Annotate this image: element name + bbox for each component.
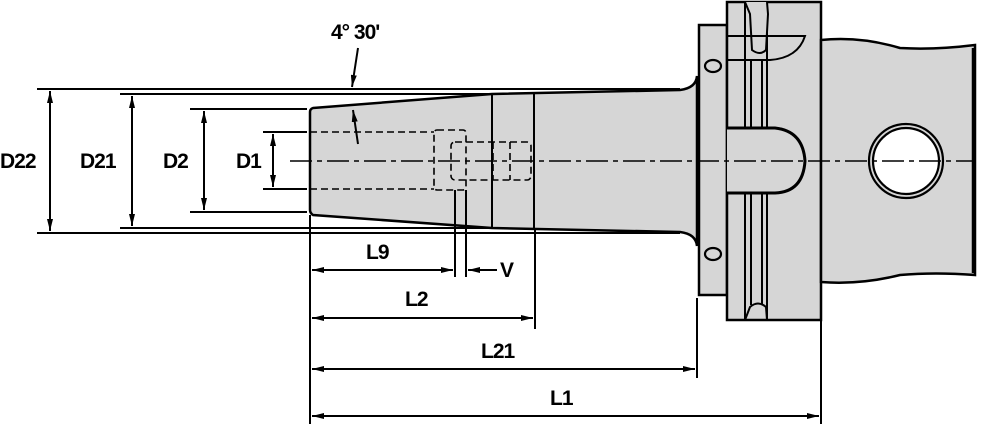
- l2-label: L2: [405, 288, 428, 311]
- l21-label: L21: [481, 340, 515, 363]
- angle-leaders: [350, 47, 359, 145]
- diameter-extension-lines: [37, 88, 680, 234]
- d2-label: D2: [163, 150, 189, 173]
- diameter-dimension-arrows: [47, 91, 276, 231]
- flange-holes: [703, 58, 723, 262]
- length-dimension-arrows: [312, 267, 819, 419]
- d22-label: D22: [0, 150, 37, 173]
- l1-label: L1: [550, 387, 573, 410]
- d21-label: D21: [80, 150, 117, 173]
- angle-label: 4° 30': [331, 21, 380, 44]
- length-extension-lines: [309, 190, 822, 424]
- cross-hole: [867, 122, 945, 200]
- l9-label: L9: [366, 241, 389, 264]
- d1-label: D1: [236, 150, 262, 173]
- v-label: V: [500, 259, 514, 282]
